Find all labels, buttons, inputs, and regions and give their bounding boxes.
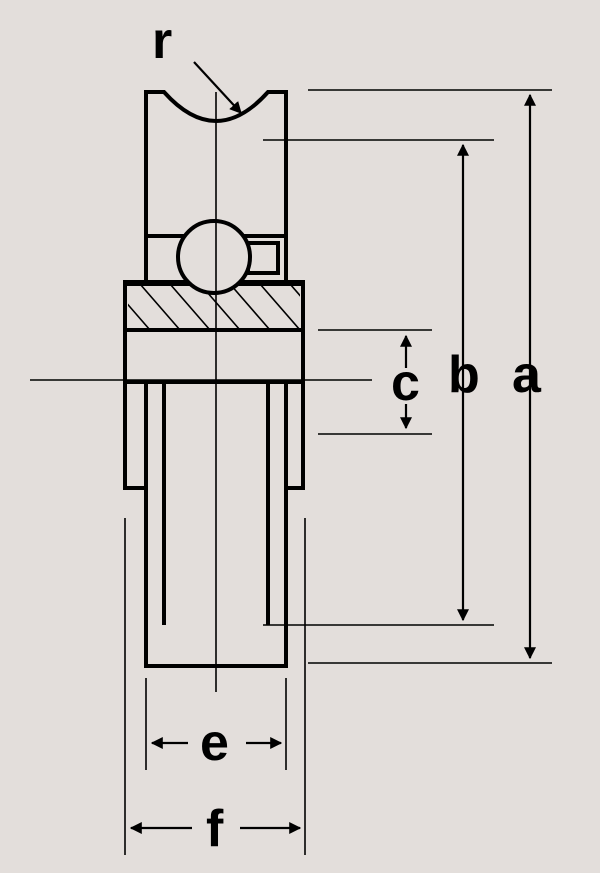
- ball: [176, 219, 252, 295]
- ball-retainer: [246, 241, 280, 275]
- label-r: r: [152, 12, 172, 70]
- dimension-labels: r a b c e f: [152, 12, 542, 858]
- extension-lines: [124, 89, 552, 855]
- label-a: a: [512, 346, 542, 404]
- dimension-lines: [129, 61, 536, 834]
- label-c: c: [391, 354, 420, 412]
- centerlines: [30, 92, 372, 692]
- wheel-body: [123, 90, 305, 668]
- label-b: b: [448, 346, 480, 404]
- label-f: f: [206, 800, 224, 858]
- internal-lines: [125, 380, 303, 625]
- label-e: e: [200, 714, 229, 772]
- dim-r-leader: [193, 61, 242, 114]
